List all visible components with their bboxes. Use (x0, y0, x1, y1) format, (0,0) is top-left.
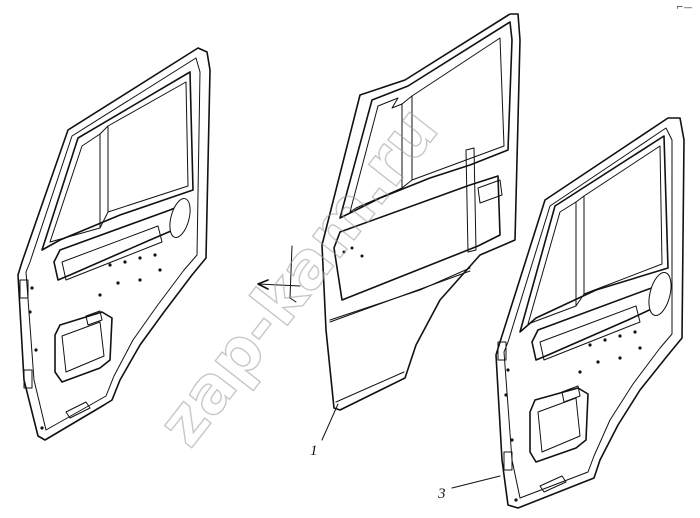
callout-3: 3 (437, 475, 501, 502)
assembly-direction-arrow (257, 245, 301, 303)
corner-mark: ⌐— (676, 3, 693, 13)
door-right-inner (495, 117, 685, 509)
callout-1: 1 (310, 403, 339, 459)
door-center-outer (321, 13, 521, 411)
callout-label-1: 1 (310, 443, 318, 459)
callout-label-3: 3 (437, 486, 446, 502)
door-left-inner (17, 47, 211, 441)
